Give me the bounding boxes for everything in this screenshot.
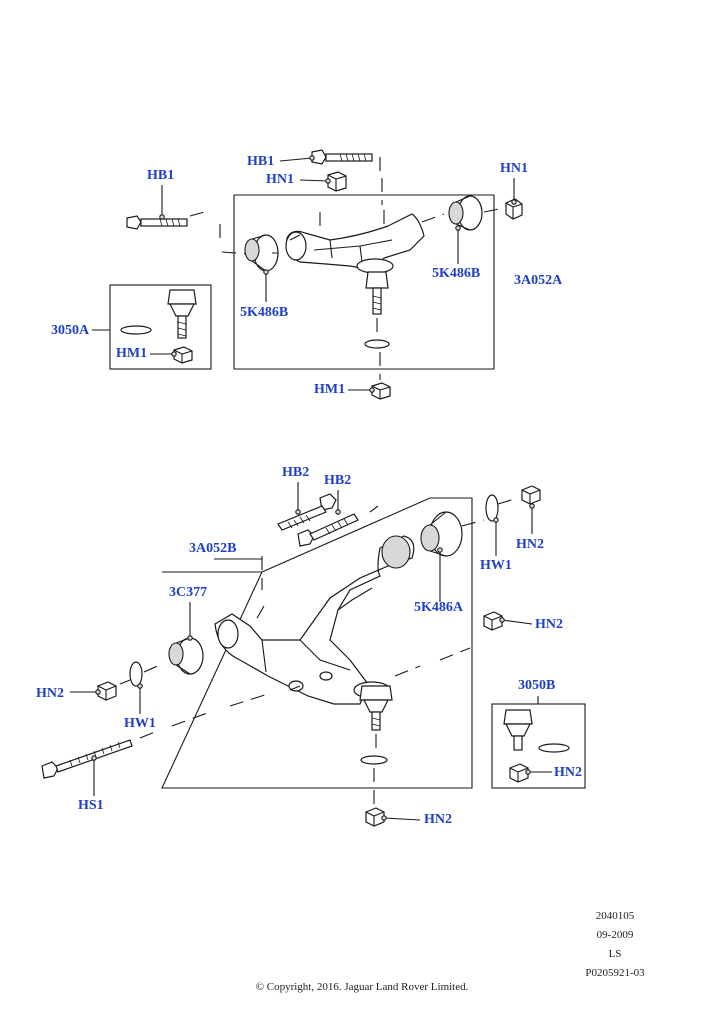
dash-right-bush (483, 207, 505, 213)
nut-hn1-top[interactable] (327, 171, 347, 192)
lower-ball-joint[interactable] (359, 685, 393, 731)
leader-dot (511, 199, 517, 205)
dash-upper-arm (289, 210, 445, 241)
leader-dot (95, 689, 101, 695)
dash-hb1-top (379, 157, 383, 205)
nut-hn2-kit[interactable] (509, 763, 529, 783)
callout-3050b[interactable]: 3050B (518, 678, 556, 693)
callout-hn2-kit[interactable]: HN2 (554, 765, 582, 780)
leader-dot (263, 269, 269, 275)
drawing-meta: 2040105 09-2009 LS P0205921-03 (560, 907, 670, 983)
circlip-3050a[interactable] (120, 325, 152, 335)
lower-arm-kit-frame (161, 497, 473, 789)
callout-hb1-left[interactable]: HB1 (147, 168, 175, 183)
leader-dot (159, 214, 165, 220)
meta-line-2: 09-2009 (596, 929, 634, 941)
leader-dot (295, 509, 301, 515)
leader-dot (335, 509, 341, 515)
copyright-text: © Copyright, 2016. Jaguar Land Rover Lim… (255, 981, 469, 993)
leader-dot (455, 225, 461, 231)
nut-hn2-topright[interactable] (521, 485, 541, 505)
leader-dot (171, 351, 177, 357)
callout-hn2-left[interactable]: HN2 (36, 686, 64, 701)
leader-dot (187, 635, 193, 641)
leaders-upper (92, 157, 515, 391)
callout-hn2-bottom[interactable]: HN2 (424, 812, 452, 827)
callout-5k486b-right[interactable]: 5K486B (432, 266, 481, 281)
nut-hm1-bottom[interactable] (371, 382, 391, 400)
callout-3c377[interactable]: 3C377 (169, 585, 208, 600)
callout-5k486a[interactable]: 5K486A (414, 600, 463, 615)
leader-dot (493, 517, 499, 523)
dash-5k486a (461, 519, 485, 527)
upper-ball-joint[interactable] (365, 271, 389, 315)
nut-hm1-kit[interactable] (173, 346, 193, 364)
circlip-lower[interactable] (360, 755, 388, 765)
callout-3a052b[interactable]: 3A052B (189, 541, 237, 556)
circlip-3050b[interactable] (538, 743, 570, 753)
leader-dot (499, 617, 505, 623)
callout-hm1-bottom[interactable]: HM1 (314, 382, 346, 397)
leader-dot (369, 387, 375, 393)
meta-line-1: 2040105 (595, 910, 635, 922)
callout-hb2-left[interactable]: HB2 (282, 465, 310, 480)
ball-joint-kit-a-frame (109, 284, 212, 370)
washer-hw1-left[interactable] (129, 661, 143, 687)
bolt-hb2-right[interactable] (297, 513, 359, 547)
bolt-hb2-left[interactable] (277, 493, 337, 531)
callout-hn1-right[interactable]: HN1 (500, 161, 528, 176)
dash-hb1-left (189, 210, 249, 255)
callout-hb2-right[interactable]: HB2 (324, 473, 352, 488)
leader-dot (137, 683, 143, 689)
leader-dot (529, 503, 535, 509)
bush-3c377[interactable] (168, 637, 204, 675)
nut-hn2-left[interactable] (97, 681, 117, 701)
callout-hs1[interactable]: HS1 (78, 798, 104, 813)
bolt-hb1-left[interactable] (126, 215, 188, 230)
lower-control-arm[interactable] (214, 535, 415, 705)
bush-5k486a[interactable] (420, 511, 463, 557)
nut-hn2-mid[interactable] (483, 611, 503, 631)
dash-hs1 (139, 647, 471, 739)
bush-5k486b-right[interactable] (448, 195, 483, 231)
leader-dot (325, 178, 331, 184)
leaders-lower (70, 482, 552, 821)
upper-arm-kit-frame (233, 194, 495, 370)
bolt-hb1-top[interactable] (311, 149, 373, 165)
callout-hn2-topright[interactable]: HN2 (516, 537, 544, 552)
leader-dot (309, 155, 315, 161)
meta-line-3: LS (608, 948, 622, 960)
bolt-hs1[interactable] (41, 739, 133, 779)
nut-hn2-bottom[interactable] (365, 807, 385, 827)
upper-control-arm[interactable] (285, 213, 425, 274)
callout-hb1-top[interactable]: HB1 (247, 154, 275, 169)
callout-hn1-top[interactable]: HN1 (266, 172, 294, 187)
ball-joint-3050a[interactable] (167, 289, 197, 339)
callout-3a052a[interactable]: 3A052A (514, 273, 563, 288)
dash-left-hardware (119, 663, 163, 685)
leader-dot (91, 755, 97, 761)
washer-hw1-right[interactable] (485, 494, 499, 522)
circlip-upper[interactable] (364, 339, 390, 349)
dash-hb2 (255, 505, 379, 621)
nut-hn1-right[interactable] (505, 198, 523, 220)
callout-hw1-right[interactable]: HW1 (480, 558, 512, 573)
leader-dot (437, 547, 443, 553)
leader-dot (381, 815, 387, 821)
dash-hw1-right (497, 497, 519, 505)
leader-dot (525, 769, 531, 775)
callout-hm1-left[interactable]: HM1 (116, 346, 148, 361)
meta-line-4: P0205921-03 (585, 967, 645, 979)
callout-hw1-left[interactable]: HW1 (124, 716, 156, 731)
callout-5k486b-left[interactable]: 5K486B (240, 305, 289, 320)
callout-3050a[interactable]: 3050A (51, 323, 90, 338)
callout-hn2-mid[interactable]: HN2 (535, 617, 563, 632)
ball-joint-3050b[interactable] (503, 709, 533, 751)
